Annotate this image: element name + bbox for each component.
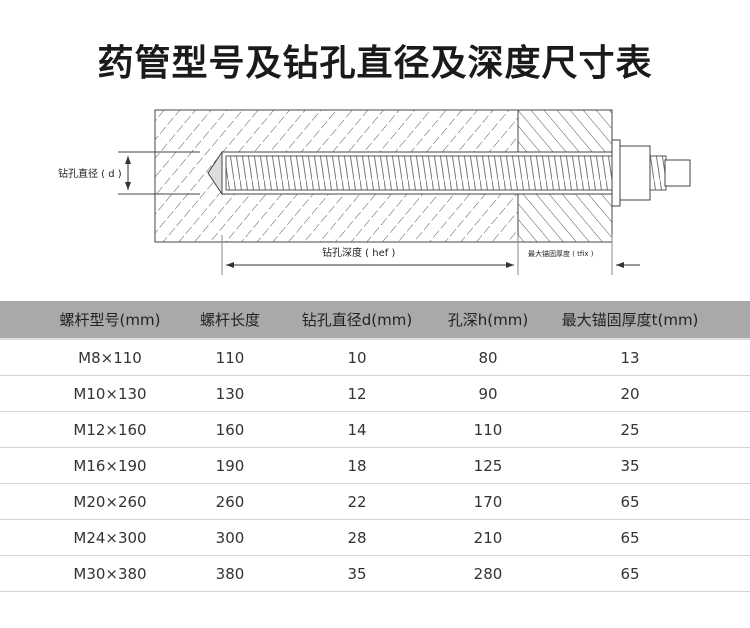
table-cell: 10 [347,348,367,367]
table-cell: 65 [620,528,640,547]
table-cell: M8×110 [78,348,142,367]
washer [611,139,621,207]
table-cell: 13 [620,348,640,367]
table-cell: 210 [473,528,503,547]
table-cell: 260 [215,492,245,511]
threaded-rod [225,155,667,191]
table-cell: 20 [620,384,640,403]
header-cell: 最大锚固厚度t(mm) [561,311,699,329]
table-row: M30×380 380 35 280 65 [0,556,750,592]
table-cell: M10×130 [73,384,147,403]
anchor-diagram: 钻孔直径 ( d ) 钻孔深度 ( hef ) 最大锚固厚度 ( tfix ) [58,109,691,275]
table-cell: 160 [215,420,245,439]
header-cell: 孔深h(mm) [447,311,529,329]
table-cell: 22 [347,492,367,511]
table-cell: 170 [473,492,503,511]
table-cell: 300 [215,528,245,547]
page-title: 药管型号及钻孔直径及深度尺寸表 [97,43,653,84]
table-cell: M16×190 [73,456,147,475]
table-cell: M24×300 [73,528,147,547]
table-cell: M30×380 [73,564,147,583]
table-header: 螺杆型号(mm) 螺杆长度 钻孔直径d(mm) 孔深h(mm) 最大锚固厚度t(mm) [0,301,750,340]
drill-diameter-label: 钻孔直径 ( d ) [58,167,122,180]
table-cell: 110 [215,348,245,367]
table-cell: 12 [347,384,367,403]
table-cell: 28 [347,528,367,547]
table-row: M8×110 110 10 80 13 [0,340,750,376]
table-cell: 65 [620,492,640,511]
table-cell: M20×260 [73,492,147,511]
table-cell: 80 [478,348,498,367]
table-cell: 14 [347,420,367,439]
table-cell: 25 [620,420,640,439]
drill-depth-label: 钻孔深度 ( hef ) [322,246,395,259]
header-cell: 钻孔直径d(mm) [301,311,413,329]
table-cell: 280 [473,564,503,583]
table-cell: M12×160 [73,420,147,439]
spec-table: 螺杆型号(mm) 螺杆长度 钻孔直径d(mm) 孔深h(mm) 最大锚固厚度t(mm) M… [0,301,750,592]
header-cell: 螺杆长度 [199,311,260,329]
table-cell: 110 [473,420,503,439]
nut [619,145,651,201]
table-cell: 90 [478,384,498,403]
table-cell: 130 [215,384,245,403]
table-cell: 380 [215,564,245,583]
table-row: M20×260 260 22 170 65 [0,484,750,520]
table-cell: 190 [215,456,245,475]
header-cell: 螺杆型号(mm) [59,311,161,329]
table-cell: 35 [620,456,640,475]
max-fix-thickness-label: 最大锚固厚度 ( tfix ) [528,249,594,258]
table-row: M12×160 160 14 110 25 [0,412,750,448]
table-cell: 125 [473,456,503,475]
table-row: M24×300 300 28 210 65 [0,520,750,556]
table-cell: 65 [620,564,640,583]
table-cell: 18 [347,456,367,475]
table-cell: 35 [347,564,367,583]
table-row: M16×190 190 18 125 35 [0,448,750,484]
table-row: M10×130 130 12 90 20 [0,376,750,412]
